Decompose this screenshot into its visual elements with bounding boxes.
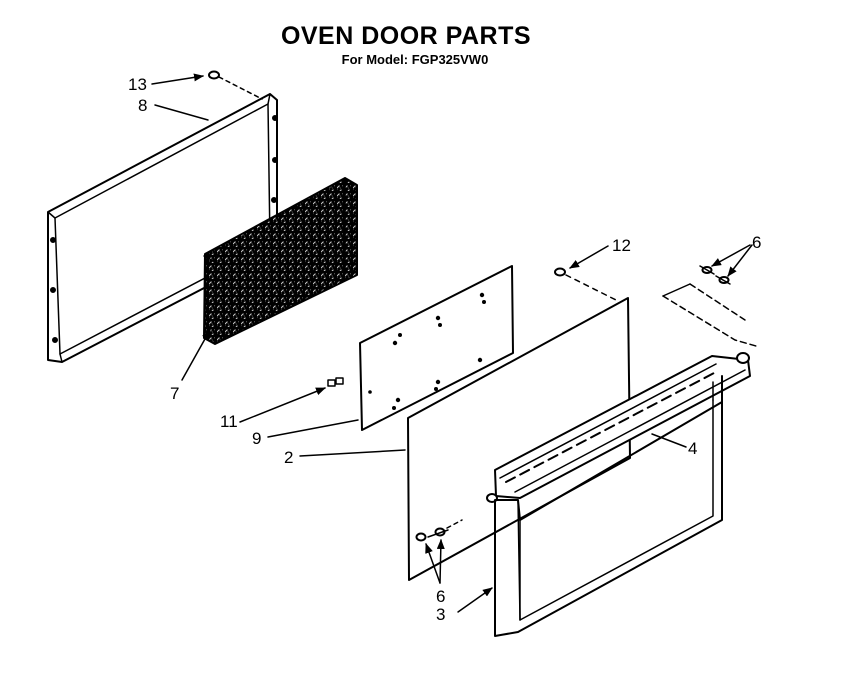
callout-8: 8 <box>138 96 148 115</box>
part-9-inner-panel <box>359 265 514 431</box>
model-subtitle: For Model: FGP325VW0 <box>341 52 489 67</box>
part-12-screw <box>554 267 617 301</box>
callout-6-bottom: 6 <box>436 587 446 606</box>
callout-12: 12 <box>612 236 631 255</box>
callout-9: 9 <box>252 429 262 448</box>
part-13-screw <box>208 70 263 100</box>
part-6-screws-bottom <box>415 519 463 542</box>
part-11-clip <box>327 377 344 387</box>
part-4-handle-trim <box>486 352 751 503</box>
callout-7: 7 <box>170 384 180 403</box>
leader-lines <box>151 73 753 613</box>
callout-11: 11 <box>220 412 238 431</box>
part-3-outer-door-frame <box>494 375 723 637</box>
part-2-door-glass <box>407 297 631 581</box>
part-7-insulation <box>203 177 358 345</box>
callout-6-top: 6 <box>752 233 762 252</box>
callout-13: 13 <box>128 75 147 94</box>
part-6-screws-top <box>662 265 757 347</box>
diagram-title: OVEN DOOR PARTS <box>280 22 532 50</box>
callout-2: 2 <box>284 448 294 467</box>
callout-4: 4 <box>688 439 698 458</box>
callout-3: 3 <box>436 605 446 624</box>
